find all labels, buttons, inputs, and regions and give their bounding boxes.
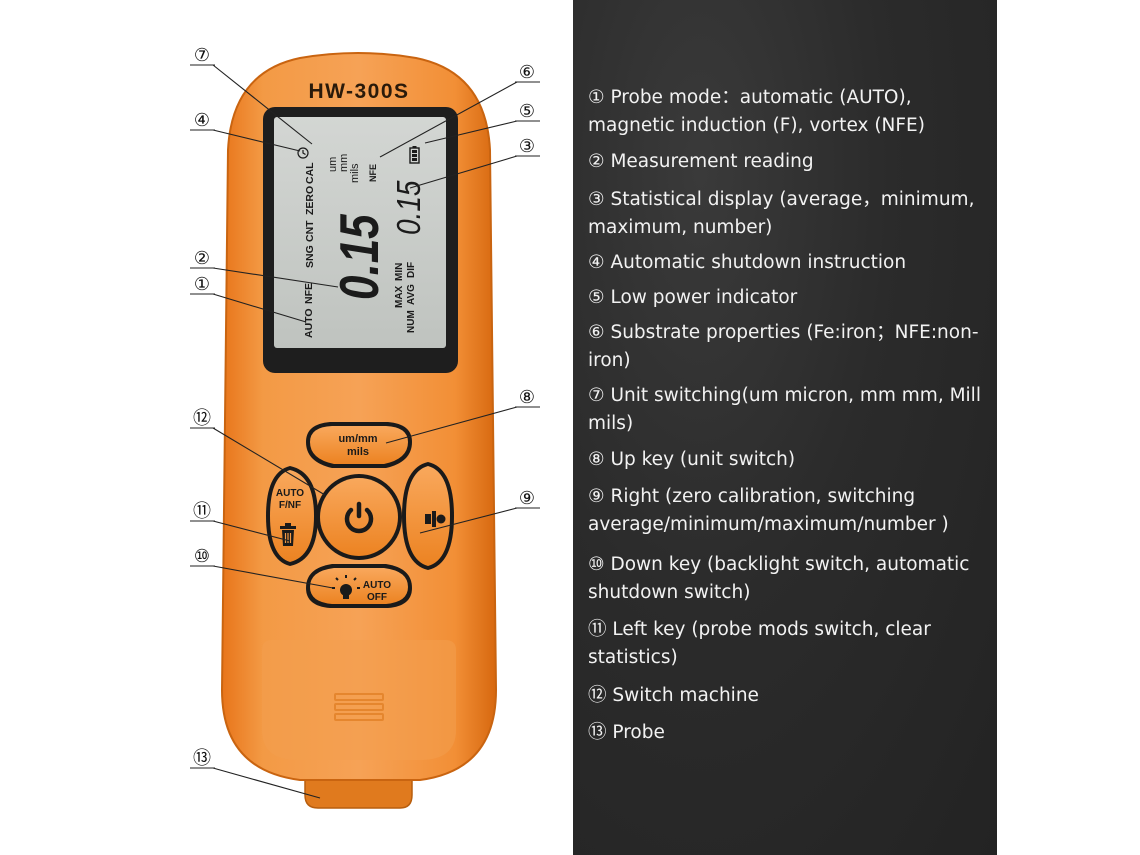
leader-lines [190,64,540,799]
description-8: ⑧ Up key (unit switch) [588,449,796,470]
auto-off-clock-icon [297,147,309,159]
down-key-label-2: OFF [367,592,387,603]
lcd-unit-mils: mils [349,163,361,183]
up-key[interactable]: um/mm mils [306,422,412,468]
callout-10: ⑩ [194,546,210,566]
description-13: ⑬ Probe [588,722,665,743]
callout-numbers: ⑦ ⑥ ⑤ ④ ③ ② ① ⑧ ⑫ ⑨ ⑪ ⑩ ⑬ [193,45,535,768]
up-key-label-2: mils [347,446,369,458]
lcd-content: AUTO NFE SNG CNT ZERO CAL um mm mils NFE… [297,146,428,338]
lcd-min: MIN [394,263,405,281]
lcd-dif: DIF [406,262,417,278]
callout-9: ⑨ [519,488,535,508]
lcd-sng: SNG [304,245,316,268]
description-7: ⑦ Unit switching(um micron, mm mm, Mill … [588,385,987,434]
keypad: um/mm mils AUTO OFF [266,422,454,608]
lcd-nfe-left: NFE [303,283,315,304]
down-key-label-1: AUTO [363,580,391,591]
vent-grille [334,693,384,721]
device-illustration: HW-300S AUTO NFE SNG CNT ZERO CAL um mm … [190,45,540,809]
lcd-auto: AUTO [303,308,315,338]
lcd-num: NUM [406,310,417,333]
callout-12: ⑫ [193,408,211,428]
description-1: ① Probe mode：automatic (AUTO), magnetic … [588,87,925,136]
callout-5: ⑤ [519,101,535,121]
power-key[interactable] [316,474,402,560]
zero-calibration-icon [425,511,446,527]
down-key[interactable]: AUTO OFF [306,564,412,608]
power-icon [344,501,374,534]
lcd-max: MAX [394,285,405,308]
trash-icon [280,523,296,546]
description-10: ⑩ Down key (backlight switch, automatic … [588,554,976,603]
callout-8: ⑧ [519,387,535,407]
lcd-nfe-right: NFE [368,164,378,182]
callout-11: ⑪ [193,501,211,521]
description-11: ⑪ Left key (probe mods switch, clear sta… [588,619,937,668]
battery-icon [409,146,420,164]
up-key-label-1: um/mm [338,433,377,445]
model-label: HW-300S [308,80,409,103]
left-key[interactable]: AUTO F/NF [266,466,318,566]
right-key[interactable] [402,462,454,570]
description-6: ⑥ Substrate properties (Fe:iron；NFE:non-… [588,322,979,371]
lcd-unit-um: um [327,157,339,172]
description-9: ⑨ Right (zero calibration, switching ave… [588,486,949,535]
callout-1: ① [194,274,210,294]
probe [304,774,413,809]
lcd-unit-mm: mm [338,154,350,172]
lcd-zero: ZERO [304,186,316,215]
lcd-avg: AVG [406,284,417,305]
left-key-label-2: F/NF [279,500,301,511]
lcd-main-reading: 0.15 [328,213,390,300]
lcd-screen [274,117,446,348]
description-panel: ① Probe mode：automatic (AUTO), magnetic … [573,0,997,855]
lcd-cal: CAL [304,162,316,184]
description-4: ④ Automatic shutdown instruction [588,252,907,273]
description-5: ⑤ Low power indicator [588,287,798,308]
lcd-cnt: CNT [304,220,316,242]
description-3: ③ Statistical display (average，minimum, … [588,189,981,238]
backlight-icon [332,575,360,599]
callout-4: ④ [194,110,210,130]
callout-7: ⑦ [194,45,210,65]
callout-13: ⑬ [193,748,211,768]
description-2: ② Measurement reading [588,151,814,172]
callout-6: ⑥ [519,62,535,82]
callout-3: ③ [519,136,535,156]
left-key-label-1: AUTO [276,488,304,499]
callout-2: ② [194,248,210,268]
description-12: ⑫ Switch machine [588,685,759,706]
lcd-stat-reading: 0.15 [390,180,428,235]
